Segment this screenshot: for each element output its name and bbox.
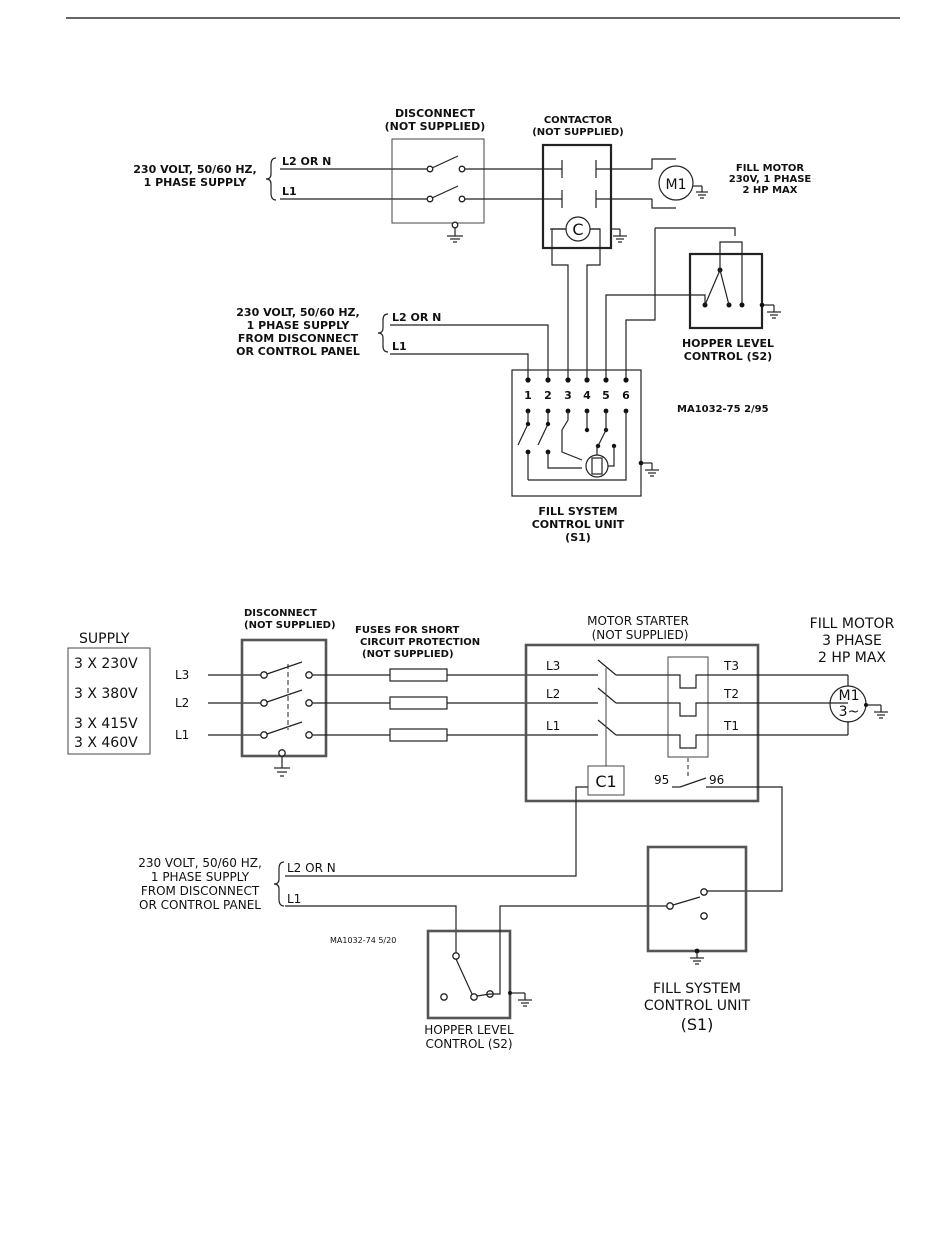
top-control-supply-3: FROM DISCONNECT: [238, 332, 359, 345]
top-terminal-1: 1: [524, 389, 532, 402]
top-hopper-label-1: HOPPER LEVEL: [682, 337, 774, 350]
top-terminal-5: 5: [602, 389, 610, 402]
top-terminal-2: 2: [544, 389, 552, 402]
bottom-fill-motor-label-1: FILL MOTOR: [810, 616, 895, 632]
top-fill-motor: [658, 165, 694, 201]
bottom-fill-unit-label-3: (S1): [681, 1015, 714, 1034]
top-contactor-coil-label: C: [572, 220, 583, 239]
bottom-supply-option-1: 3 X 230V: [74, 656, 138, 672]
bottom-starter-out-t1: T1: [723, 719, 739, 733]
bottom-fill-motor-label-2: 3 PHASE: [822, 633, 882, 649]
top-terminal-6: 6: [622, 389, 630, 402]
top-fill-motor-label-1: FILL MOTOR: [736, 163, 805, 174]
top-fill-unit-label-3: (S1): [565, 531, 591, 544]
bottom-overload-relay: [667, 656, 709, 758]
top-contactor-box: [541, 143, 613, 250]
bottom-motor-phase: 3~: [839, 704, 860, 720]
bottom-coil-c1: [587, 765, 625, 796]
bottom-starter-in-l3: L3: [546, 659, 560, 673]
top-contactor-label-2: (NOT SUPPLIED): [532, 127, 624, 138]
bottom-supply-option-3: 3 X 415V: [74, 716, 138, 732]
bottom-starter-in-l1: L1: [546, 719, 560, 733]
bottom-fill-unit-box: [646, 845, 748, 953]
top-control-l2-label: L2 OR N: [392, 311, 441, 324]
top-fill-motor-label-3: 2 HP MAX: [742, 185, 797, 196]
bottom-drawing-number: MA1032-74 5/20: [330, 936, 396, 945]
top-terminal-dots: [525, 377, 629, 383]
three-phase-diagram: SUPPLY 3 X 230V 3 X 380V 3 X 415V 3 X 46…: [67, 608, 895, 1051]
top-hopper-box: [688, 252, 764, 330]
bottom-motor-symbol: M1: [839, 688, 860, 704]
top-supply-label-2: 1 PHASE SUPPLY: [144, 176, 248, 189]
bottom-coil-label: C1: [595, 772, 616, 791]
top-control-supply-4: OR CONTROL PANEL: [236, 345, 360, 358]
bottom-fuses-label-3: (NOT SUPPLIED): [362, 649, 454, 660]
bottom-starter-label-2: (NOT SUPPLIED): [592, 628, 689, 642]
top-supply-brace: [265, 157, 277, 201]
top-drawing-number: MA1032-75 2/95: [677, 404, 769, 415]
top-control-supply-1: 230 VOLT, 50/60 HZ,: [236, 306, 359, 319]
bottom-starter-box: [524, 643, 760, 803]
single-phase-diagram: 230 VOLT, 50/60 HZ, 1 PHASE SUPPLY L2 OR…: [133, 107, 811, 544]
bottom-line-l1: L1: [175, 728, 189, 742]
bottom-disconnect-label-2: (NOT SUPPLIED): [244, 620, 336, 631]
top-supply-label-1: 230 VOLT, 50/60 HZ,: [133, 163, 256, 176]
bottom-hopper-label-2: CONTROL (S2): [425, 1037, 512, 1051]
bottom-disconnect-label-1: DISCONNECT: [244, 608, 317, 619]
bottom-control-supply-4: OR CONTROL PANEL: [139, 898, 261, 912]
bottom-control-supply-3: FROM DISCONNECT: [141, 884, 260, 898]
bottom-fill-motor-label-3: 2 HP MAX: [818, 650, 886, 666]
top-line-l2-label: L2 OR N: [282, 155, 331, 168]
top-fill-unit-box: [511, 369, 642, 497]
bottom-starter-in-l2: L2: [546, 687, 560, 701]
bottom-aux-95: 95: [654, 773, 669, 787]
bottom-fuses-label-1: FUSES FOR SHORT: [355, 625, 460, 636]
top-hopper-label-2: CONTROL (S2): [684, 350, 772, 363]
top-terminal-3: 3: [564, 389, 572, 402]
bottom-control-supply-1: 230 VOLT, 50/60 HZ,: [138, 856, 262, 870]
top-contactor-label-1: CONTACTOR: [544, 115, 613, 126]
bottom-fuses-label-2: CIRCUIT PROTECTION: [360, 637, 480, 648]
bottom-fuse-l1: [389, 728, 448, 742]
bottom-fuse-l2: [389, 696, 448, 710]
top-disconnect-label-2: (NOT SUPPLIED): [385, 120, 486, 133]
bottom-hopper-box: [426, 929, 512, 1020]
bottom-starter-out-t3: T3: [723, 659, 739, 673]
top-control-supply-2: 1 PHASE SUPPLY: [247, 319, 351, 332]
bottom-hopper-label-1: HOPPER LEVEL: [424, 1023, 514, 1037]
top-control-l1-label: L1: [392, 340, 407, 353]
bottom-control-supply-2: 1 PHASE SUPPLY: [151, 870, 250, 884]
top-disconnect-label-1: DISCONNECT: [395, 107, 476, 120]
bottom-aux-96: 96: [709, 773, 724, 787]
top-disconnect-box: [391, 138, 485, 224]
bottom-line-l3: L3: [175, 668, 189, 682]
bottom-starter-label-1: MOTOR STARTER: [587, 614, 689, 628]
top-motor-symbol: M1: [666, 177, 687, 193]
bottom-supply-title: SUPPLY: [79, 631, 130, 647]
bottom-supply-option-4: 3 X 460V: [74, 735, 138, 751]
bottom-control-l1-label: L1: [287, 892, 301, 906]
top-terminal-4: 4: [583, 389, 591, 402]
top-fill-motor-label-2: 230V, 1 PHASE: [729, 174, 812, 185]
top-fill-unit-label-2: CONTROL UNIT: [532, 518, 625, 531]
bottom-line-l2: L2: [175, 696, 189, 710]
bottom-starter-out-t2: T2: [723, 687, 739, 701]
top-fill-unit-label-1: FILL SYSTEM: [538, 505, 617, 518]
bottom-supply-option-2: 3 X 380V: [74, 686, 138, 702]
bottom-fill-unit-label-1: FILL SYSTEM: [653, 981, 741, 997]
bottom-fill-unit-label-2: CONTROL UNIT: [644, 998, 751, 1014]
bottom-disconnect-box: [240, 638, 328, 758]
bottom-supply-table: [67, 647, 151, 755]
bottom-fuse-l3: [389, 668, 448, 682]
bottom-control-l2-label: L2 OR N: [287, 861, 336, 875]
top-line-l1-label: L1: [282, 185, 297, 198]
